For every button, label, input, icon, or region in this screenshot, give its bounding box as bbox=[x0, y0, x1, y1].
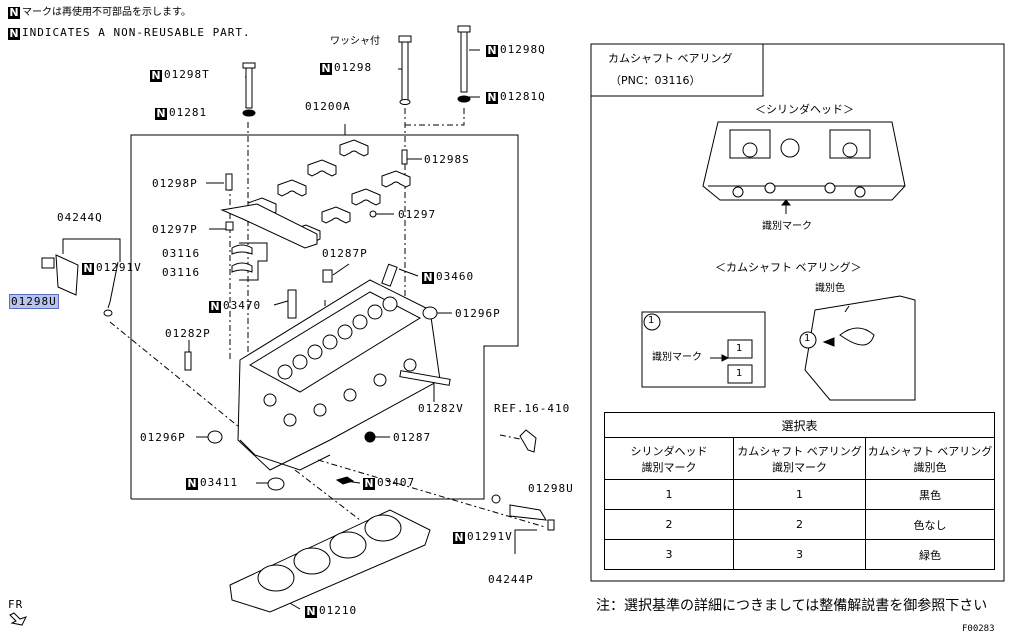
n-mark-icon: N bbox=[82, 262, 94, 275]
header-cylinder-head: シリンダヘッド識別マーク bbox=[604, 437, 734, 480]
inset-id-mark-label: 識別マーク bbox=[652, 352, 702, 363]
part-label-01200A[interactable]: 01200A bbox=[305, 100, 351, 113]
part-label-01298U-highlighted[interactable]: 01298U bbox=[9, 294, 59, 309]
part-label-01296P-right[interactable]: 01296P bbox=[455, 307, 501, 320]
inset-digit-b: 1 bbox=[736, 368, 743, 379]
washer-note: ワッシャ付 bbox=[330, 36, 380, 47]
n-mark-icon: N bbox=[209, 300, 221, 313]
table-cell: 3 bbox=[733, 539, 866, 570]
table-cell: 2 bbox=[604, 509, 734, 540]
panel-pnc: （PNC：03116） bbox=[610, 74, 701, 87]
part-label-01298U-bottom[interactable]: 01298U bbox=[528, 482, 574, 495]
n-mark-icon: N bbox=[453, 531, 465, 544]
cylinder-head-caption: ＜シリンダヘッド＞ bbox=[755, 103, 854, 116]
n-mark-icon: N bbox=[486, 44, 498, 57]
header-bearing-mark: カムシャフト ベアリング識別マーク bbox=[733, 437, 866, 480]
n-mark-icon: N bbox=[486, 91, 498, 104]
part-label-01287P[interactable]: 01287P bbox=[322, 247, 368, 260]
part-label-01297[interactable]: 01297 bbox=[398, 208, 437, 221]
id-mark-label: 識別マーク bbox=[762, 221, 812, 232]
front-direction-label: FR bbox=[8, 598, 24, 611]
part-label-01298S[interactable]: 01298S bbox=[424, 153, 470, 166]
circle-one-bearing: 1 bbox=[804, 333, 811, 344]
footnote: 注：選択基準の詳細につきましては整備解説書を御参照下さい bbox=[596, 598, 988, 614]
table-cell: 2 bbox=[733, 509, 866, 540]
part-label-01282V[interactable]: 01282V bbox=[418, 402, 464, 415]
part-label-03116-b[interactable]: 03116 bbox=[162, 266, 201, 279]
n-mark-icon: N bbox=[150, 69, 162, 82]
n-mark-icon: N bbox=[305, 605, 317, 618]
ref-label-16-410[interactable]: REF.16-410 bbox=[494, 402, 571, 415]
panel-title: カムシャフト ベアリング bbox=[608, 52, 733, 65]
part-label-03116-a[interactable]: 03116 bbox=[162, 247, 201, 260]
table-cell: 1 bbox=[733, 479, 866, 510]
inset-digit-a: 1 bbox=[736, 343, 743, 354]
selection-table: 選択表 シリンダヘッド識別マーク カムシャフト ベアリング識別マーク カムシャフ… bbox=[604, 412, 995, 570]
table-row: 1 1 黒色 bbox=[604, 479, 995, 510]
part-label-01297P[interactable]: 01297P bbox=[152, 223, 198, 236]
table-row: 2 2 色なし bbox=[604, 509, 995, 540]
table-cell: 3 bbox=[604, 539, 734, 570]
part-label-01287[interactable]: 01287 bbox=[393, 431, 432, 444]
table-cell: 緑色 bbox=[865, 539, 995, 570]
part-label-01296P-left[interactable]: 01296P bbox=[140, 431, 186, 444]
n-mark-icon: N bbox=[8, 27, 20, 40]
n-mark-icon: N bbox=[363, 477, 375, 490]
part-label-04244Q[interactable]: 04244Q bbox=[57, 211, 103, 224]
n-mark-icon: N bbox=[155, 107, 167, 120]
header-bearing-color: カムシャフト ベアリング識別色 bbox=[865, 437, 995, 480]
table-cell: 色なし bbox=[865, 509, 995, 540]
id-color-label: 識別色 bbox=[815, 283, 845, 294]
n-mark-icon: N bbox=[186, 477, 198, 490]
part-label-01298P[interactable]: 01298P bbox=[152, 177, 198, 190]
n-mark-icon: N bbox=[320, 62, 332, 75]
table-cell: 1 bbox=[604, 479, 734, 510]
bearing-caption: ＜カムシャフト ベアリング＞ bbox=[715, 261, 862, 274]
circle-one-inset: 1 bbox=[648, 315, 655, 326]
n-mark-icon: N bbox=[8, 6, 20, 19]
table-row: 3 3 緑色 bbox=[604, 539, 995, 570]
table-cell: 黒色 bbox=[865, 479, 995, 510]
part-label-01282P[interactable]: 01282P bbox=[165, 327, 211, 340]
n-mark-icon: N bbox=[422, 271, 434, 284]
part-label-04244P[interactable]: 04244P bbox=[488, 573, 534, 586]
figure-code: F00283 bbox=[962, 624, 995, 634]
selection-table-title: 選択表 bbox=[604, 412, 995, 438]
